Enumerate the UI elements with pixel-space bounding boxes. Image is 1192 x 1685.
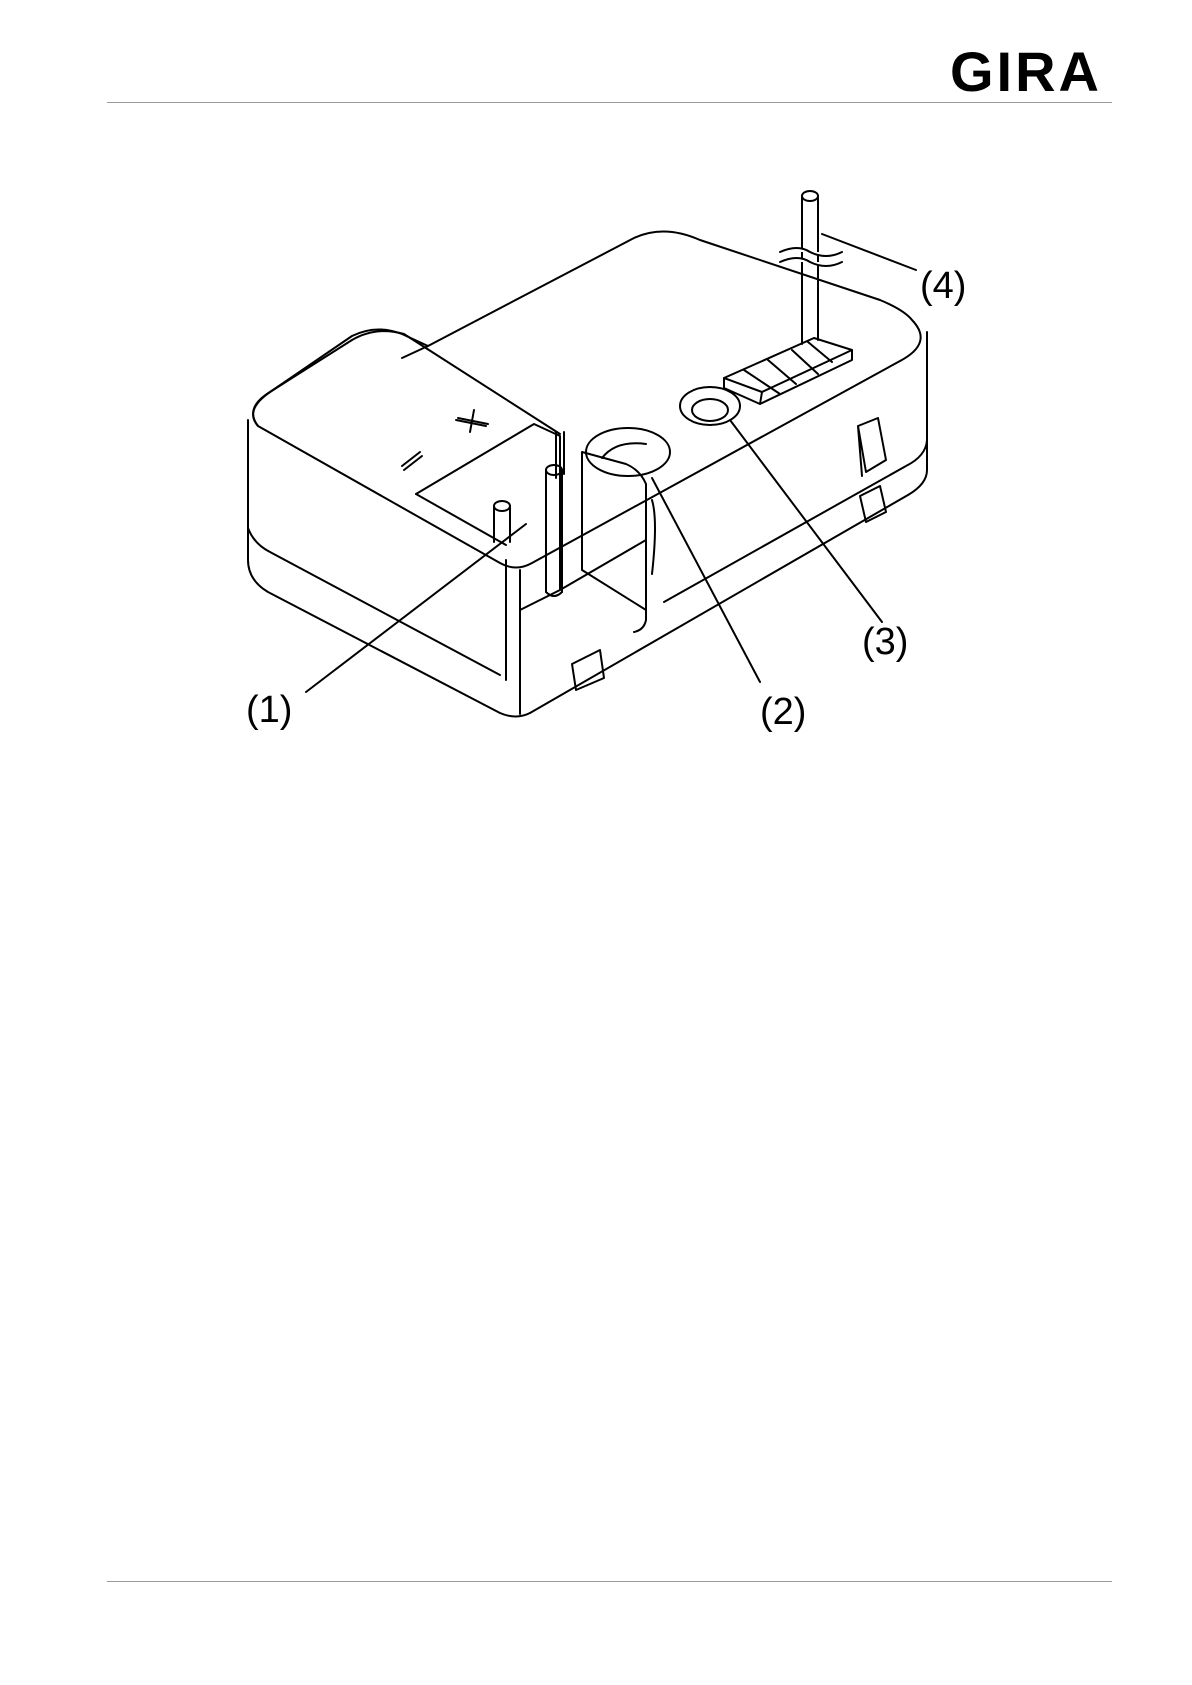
terminal-pin-short-top bbox=[494, 501, 510, 511]
led-button-icon bbox=[680, 387, 740, 425]
housing-left-side bbox=[248, 420, 530, 717]
callout-3: (3) bbox=[862, 621, 908, 663]
terminal-pocket-floor bbox=[416, 494, 506, 545]
housing-top bbox=[253, 231, 921, 567]
side-clip-front bbox=[572, 650, 604, 690]
callout-1: (1) bbox=[246, 689, 292, 731]
device-illustration: (1) (2) (3) (4) bbox=[0, 0, 1192, 760]
leader-line-1 bbox=[306, 524, 526, 692]
antenna-tip bbox=[802, 191, 818, 201]
side-clip-upper bbox=[858, 418, 886, 476]
antenna-break-icon bbox=[780, 248, 842, 266]
slot-panel-inner bbox=[652, 500, 655, 574]
terminal-pocket-back bbox=[634, 486, 646, 632]
callout-2: (2) bbox=[760, 691, 806, 733]
opening-large-icon bbox=[586, 428, 670, 476]
opening-large-inner bbox=[602, 443, 646, 458]
footer-rule bbox=[107, 1581, 1112, 1582]
antenna-connector bbox=[724, 338, 852, 392]
callout-4: (4) bbox=[920, 265, 966, 307]
plus-mark-icon bbox=[456, 410, 488, 432]
led-button-inner bbox=[692, 399, 728, 421]
terminal-pocket bbox=[416, 424, 560, 610]
antenna-wire bbox=[802, 196, 818, 344]
side-clip-lower bbox=[860, 486, 886, 522]
left-block-top bbox=[253, 331, 560, 434]
minus-mark-icon bbox=[402, 452, 422, 470]
housing-right-seam bbox=[664, 440, 927, 602]
leader-line-2 bbox=[652, 478, 760, 682]
